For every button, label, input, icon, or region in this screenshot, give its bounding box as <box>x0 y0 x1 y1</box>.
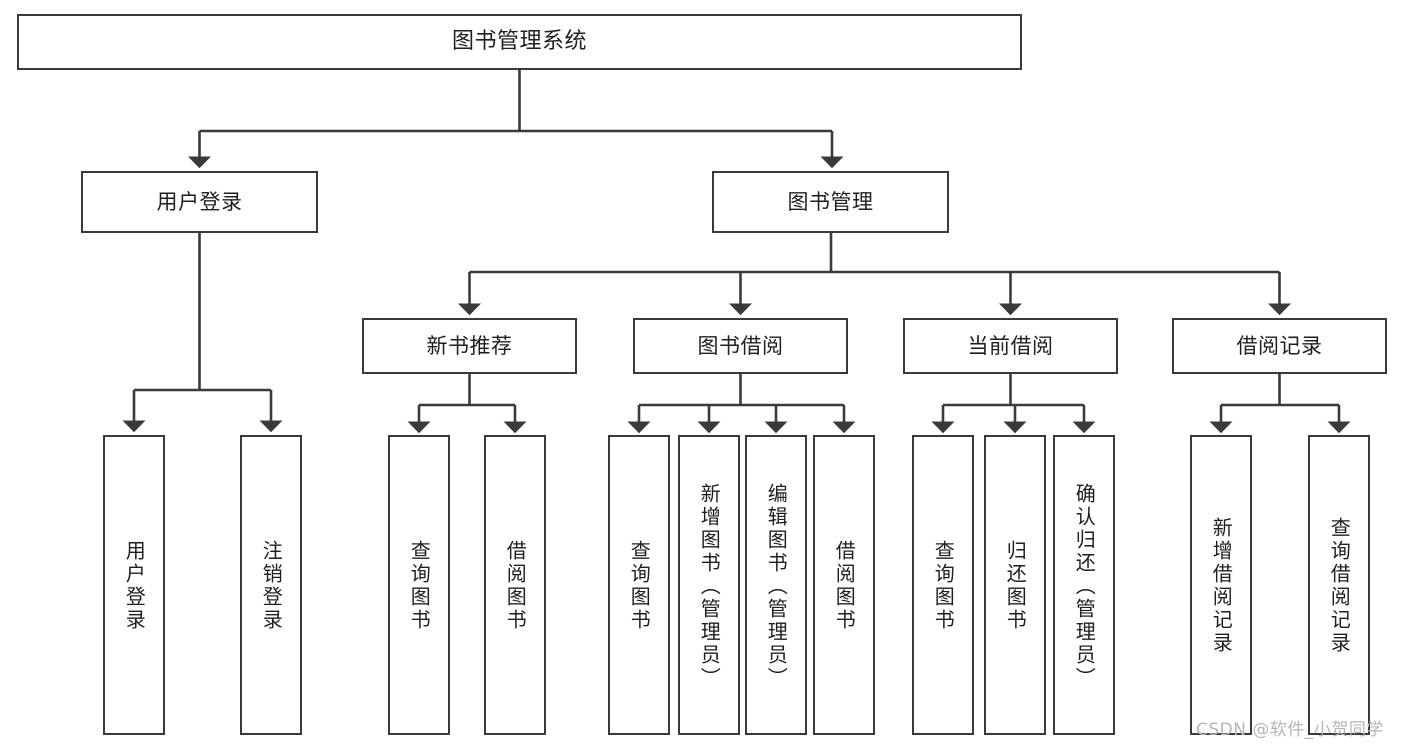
node-current-borrow-label: 当前借阅 <box>967 333 1054 358</box>
node-leaf-edit-book-label: 编辑图书（管理员） <box>764 482 789 690</box>
node-leaf-return-book-label: 归还图书 <box>1003 540 1028 632</box>
node-leaf-add-record[interactable]: 新增借阅记录 <box>1190 435 1252 735</box>
node-book-management-label: 图书管理 <box>787 189 874 214</box>
node-root-label: 图书管理系统 <box>451 29 587 55</box>
node-new-book-recommend-label: 新书推荐 <box>426 333 513 358</box>
node-book-management[interactable]: 图书管理 <box>712 171 949 233</box>
node-leaf-confirm-return-label: 确认归还（管理员） <box>1072 482 1097 690</box>
node-leaf-query-record[interactable]: 查询借阅记录 <box>1308 435 1370 735</box>
node-leaf-query-book-current-label: 查询图书 <box>931 540 956 632</box>
node-borrow-record-label: 借阅记录 <box>1236 333 1323 358</box>
node-leaf-query-book-borrow[interactable]: 查询图书 <box>608 435 670 735</box>
node-leaf-add-record-label: 新增借阅记录 <box>1209 517 1234 655</box>
node-leaf-query-book-rec[interactable]: 查询图书 <box>388 435 450 735</box>
node-current-borrow[interactable]: 当前借阅 <box>903 318 1118 374</box>
node-leaf-confirm-return[interactable]: 确认归还（管理员） <box>1053 435 1115 735</box>
node-user-login-label: 用户登录 <box>156 189 243 214</box>
node-book-borrow[interactable]: 图书借阅 <box>633 318 848 374</box>
node-leaf-query-book-current[interactable]: 查询图书 <box>912 435 974 735</box>
node-leaf-borrow-book-rec[interactable]: 借阅图书 <box>484 435 546 735</box>
node-leaf-borrow-book-rec-label: 借阅图书 <box>503 540 528 632</box>
node-leaf-return-book[interactable]: 归还图书 <box>984 435 1046 735</box>
node-root[interactable]: 图书管理系统 <box>17 14 1022 70</box>
node-leaf-logout-label: 注销登录 <box>259 540 284 632</box>
node-new-book-recommend[interactable]: 新书推荐 <box>362 318 577 374</box>
node-borrow-record[interactable]: 借阅记录 <box>1172 318 1387 374</box>
node-leaf-logout[interactable]: 注销登录 <box>240 435 302 735</box>
node-leaf-borrow-book-label: 借阅图书 <box>832 540 857 632</box>
node-leaf-borrow-book[interactable]: 借阅图书 <box>813 435 875 735</box>
node-leaf-query-book-rec-label: 查询图书 <box>407 540 432 632</box>
node-leaf-query-record-label: 查询借阅记录 <box>1327 517 1352 655</box>
node-leaf-user-login-label: 用户登录 <box>122 540 147 632</box>
watermark-text: CSDN @软件_小贺同学 <box>1196 720 1384 740</box>
node-leaf-add-book-label: 新增图书（管理员） <box>697 482 722 690</box>
node-book-borrow-label: 图书借阅 <box>697 333 784 358</box>
node-leaf-edit-book[interactable]: 编辑图书（管理员） <box>745 435 807 735</box>
node-leaf-add-book[interactable]: 新增图书（管理员） <box>678 435 740 735</box>
node-leaf-user-login[interactable]: 用户登录 <box>103 435 165 735</box>
node-user-login[interactable]: 用户登录 <box>81 171 318 233</box>
node-leaf-query-book-borrow-label: 查询图书 <box>627 540 652 632</box>
